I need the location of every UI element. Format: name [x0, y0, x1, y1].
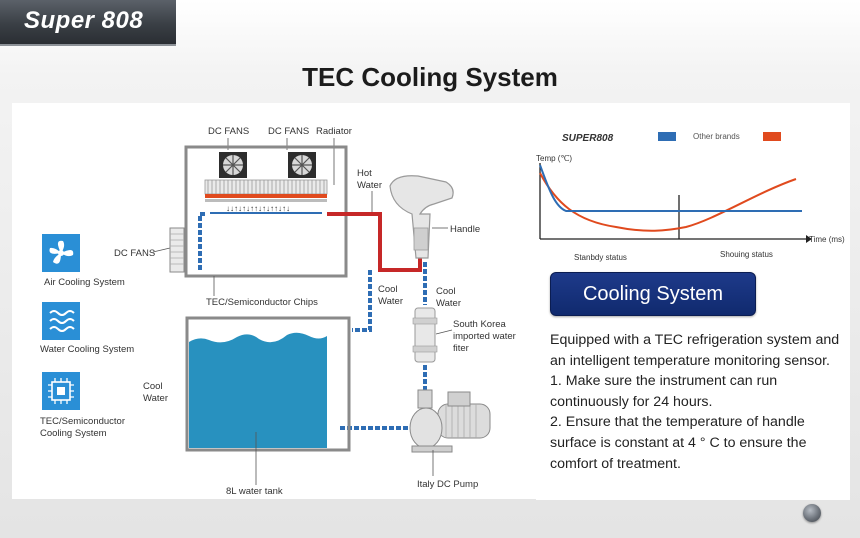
cool-water-pipe-left [198, 212, 205, 272]
description-point-1: 1. Make sure the instrument can run cont… [550, 373, 778, 410]
legend-super808-swatch [658, 132, 676, 141]
legend-other-label: Other brands [693, 132, 740, 141]
label-cool-water-1: Water [378, 296, 403, 307]
label-pump: Italy DC Pump [417, 479, 478, 490]
label-filter-3: fiter [453, 343, 469, 354]
side-fan-icon [169, 227, 185, 273]
feature-label-tec-1: TEC/Semiconductor [40, 416, 125, 427]
label-handle: Handle [450, 224, 480, 235]
temperature-chart: SUPER808 Other brands Temp (℃) 20 Time (… [536, 132, 845, 262]
series-super808-line [539, 164, 802, 212]
label-cool-tank: Cool [143, 381, 163, 392]
label-dc-fans-2: DC FANS [268, 126, 309, 137]
label-radiator: Radiator [316, 126, 352, 137]
fan-icon [288, 152, 316, 178]
cooling-system-button[interactable]: Cooling System [550, 272, 756, 316]
y-axis-label: Temp (℃) [536, 154, 572, 163]
label-tec-chips: TEC/Semiconductor Chips [206, 297, 318, 308]
x-axis-label: Time (ms) [809, 235, 845, 244]
svg-text:↓↓↑↓↑↓↑↑↓↑↓↑↑↓↑↓: ↓↓↑↓↑↓↑↑↓↑↓↑↑↓↑↓ [226, 204, 290, 213]
label-cool-1: Cool [378, 284, 398, 295]
brand-bar: Super 808 [0, 0, 176, 46]
label-hot-water: Water [357, 180, 382, 191]
chip-icon [42, 372, 80, 410]
label-dc-fans-1: DC FANS [208, 126, 249, 137]
description: Equipped with a TEC refrigeration system… [550, 330, 840, 474]
radiator-fins: ↓↓↑↓↑↓↑↑↓↑↓↑↑↓↑↓ [204, 179, 328, 214]
description-intro: Equipped with a TEC refrigeration system… [550, 332, 840, 369]
brand-logo-text: Super 808 [24, 7, 144, 34]
housing-box [184, 145, 348, 278]
label-tank: 8L water tank [226, 486, 283, 497]
label-filter-2: imported water [453, 331, 516, 342]
fan-icon [219, 152, 247, 178]
water-filter [412, 307, 438, 363]
x-region-standby: Stanbdy status [574, 253, 627, 262]
svg-text:⇗: ⇗ [332, 432, 340, 443]
legend-other-swatch [763, 132, 781, 141]
x-region-showing: Shouing status [720, 250, 773, 259]
water-tank: ⇘ ⇗ [185, 316, 351, 452]
cool-water-pipe-return [352, 270, 372, 332]
feature-label-water: Water Cooling System [40, 344, 134, 355]
label-cool-water-tank: Water [143, 393, 168, 404]
water-waves-icon [42, 302, 80, 340]
series-other-brands-line [539, 172, 797, 232]
graph-panel [536, 103, 850, 269]
label-cool-2: Cool [436, 286, 456, 297]
feature-label-air: Air Cooling System [44, 277, 125, 288]
pump-device [409, 389, 491, 453]
next-slide-button[interactable] [803, 504, 821, 522]
svg-text:⇘: ⇘ [332, 420, 340, 431]
legend-super808-label: SUPER808 [562, 133, 614, 144]
label-dc-fans-side: DC FANS [114, 248, 155, 259]
label-hot: Hot [357, 168, 372, 179]
label-filter-1: South Korea [453, 319, 507, 330]
fan-icon [42, 234, 80, 272]
handle-device [389, 175, 454, 259]
x-axis-arrow [806, 235, 812, 243]
label-cool-water-2: Water [436, 298, 461, 309]
hot-water-pipe [327, 212, 422, 272]
page-title: TEC Cooling System [302, 62, 558, 92]
description-point-2: 2. Ensure that the temperature of handle… [550, 414, 807, 472]
feature-label-tec-2: Cooling System [40, 428, 107, 439]
